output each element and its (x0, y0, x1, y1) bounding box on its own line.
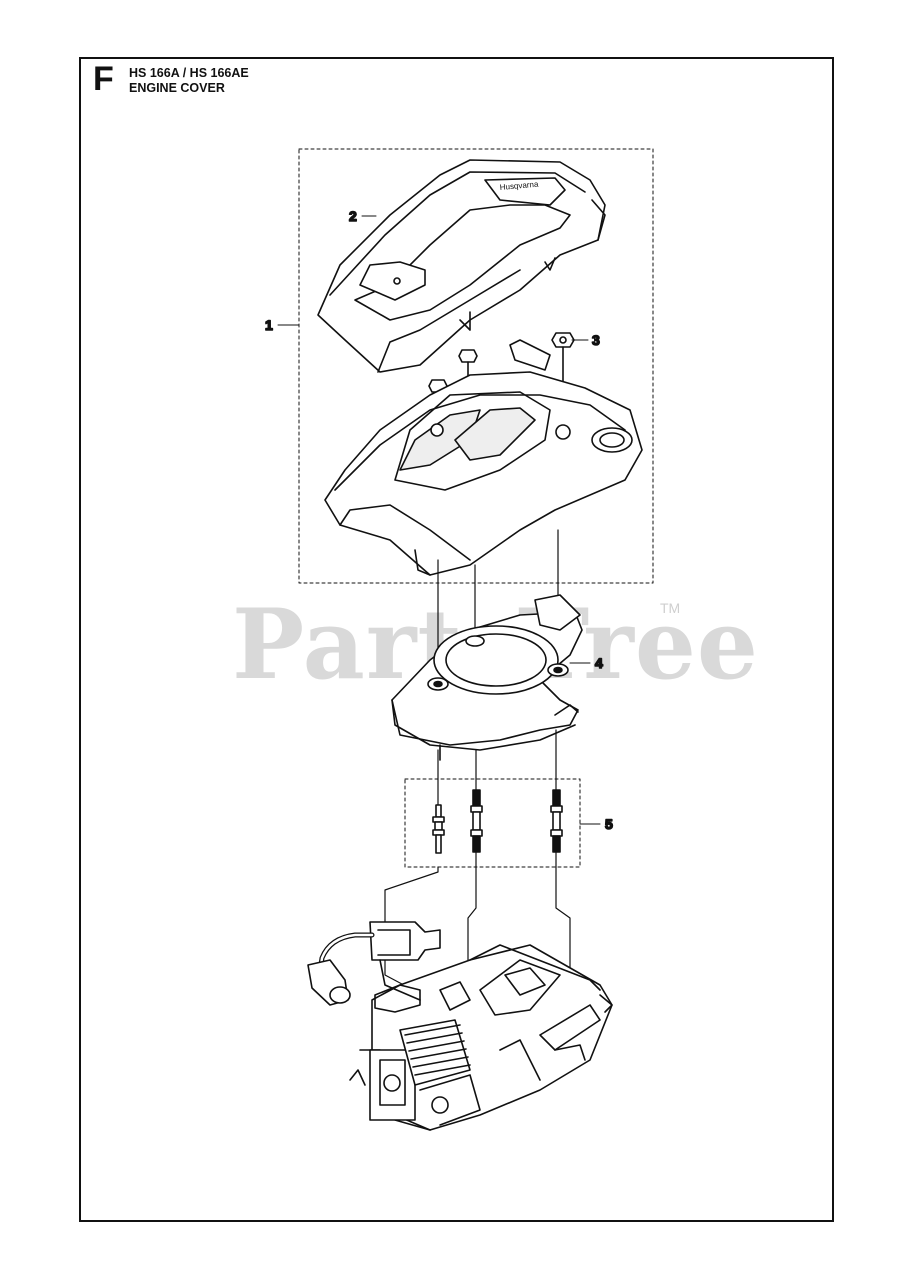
assembly-box-5 (404, 778, 581, 868)
assembly-box-1 (298, 148, 654, 584)
page-frame (79, 57, 834, 1222)
lower-cover-drawing (324, 339, 643, 576)
ignition-coil-drawing (307, 921, 441, 1006)
top-cover-drawing: Husqvarna (317, 159, 606, 373)
model-line: HS 166A / HS 166AE (129, 66, 249, 80)
title-block: HS 166A / HS 166AE ENGINE COVER (129, 66, 249, 96)
cover-logo: Husqvarna (499, 180, 539, 192)
engine-drawing (349, 944, 613, 1131)
section-letter: F (93, 60, 114, 98)
callout-2: 2 (349, 208, 357, 224)
studs-drawing (432, 789, 563, 854)
callout-leaders (277, 215, 601, 825)
callout-4: 4 (595, 655, 603, 671)
callout-1: 1 (265, 317, 273, 333)
callout-5: 5 (605, 816, 613, 832)
watermark-trademark: TM (660, 600, 681, 616)
leader-lines-middle (437, 729, 557, 806)
callout-3: 3 (592, 332, 600, 348)
title-line: ENGINE COVER (129, 81, 225, 95)
fan-housing-drawing (391, 594, 583, 761)
